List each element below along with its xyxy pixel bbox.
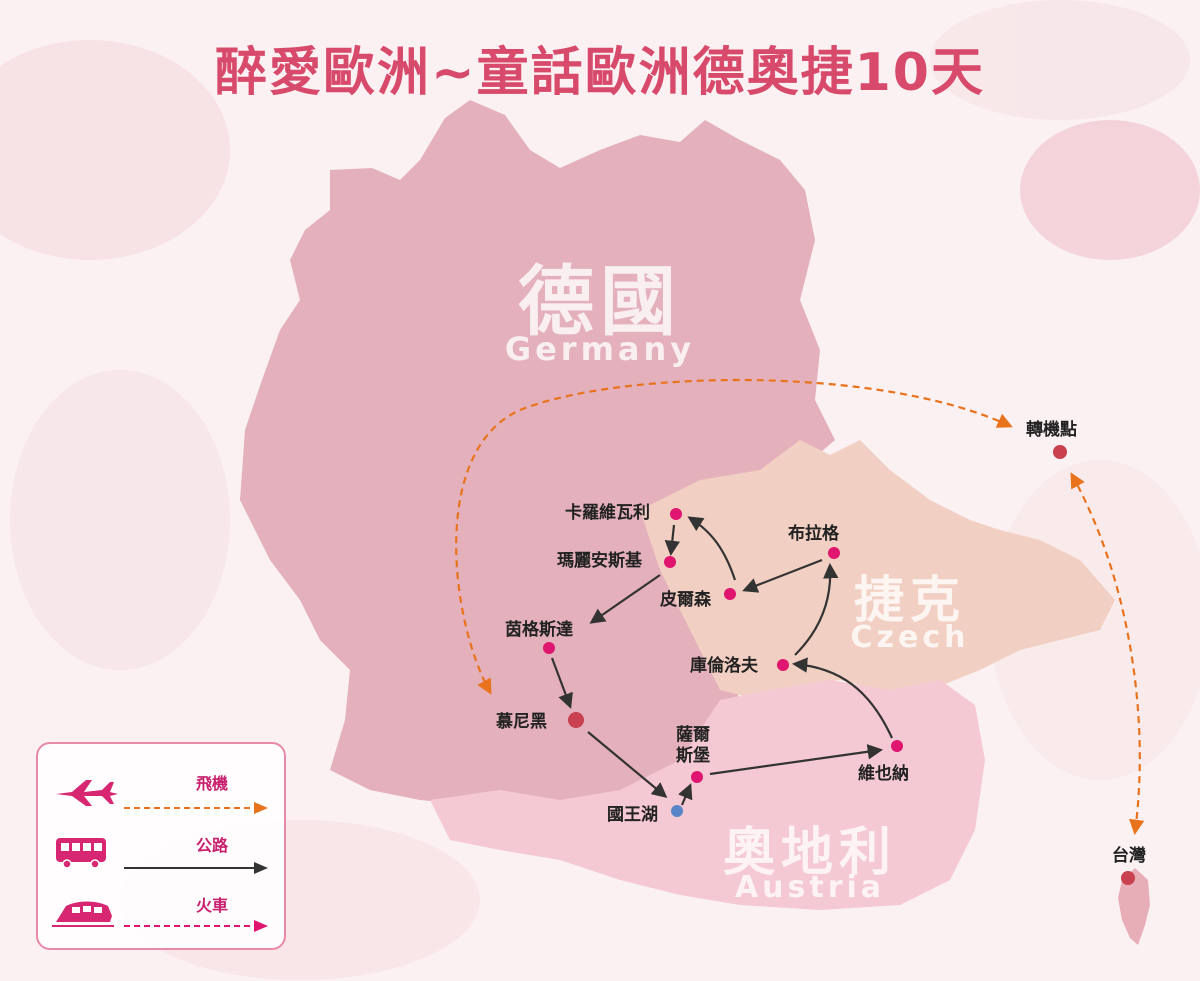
taiwan-shape (1118, 868, 1150, 945)
city-dots (543, 445, 1135, 885)
road-salzburg-vienna (709, 744, 884, 776)
legend-label-train: 火車 (195, 896, 228, 915)
train-icon (52, 901, 114, 927)
road-konigssee-salzburg (678, 783, 693, 806)
road-prague-plzen (742, 558, 823, 593)
legend-line-flight (124, 802, 268, 814)
legend-line-train (124, 920, 268, 932)
road-ingolstadt-munich (550, 657, 573, 709)
flight-route-outbound (455, 378, 1013, 695)
city-label-prague: 布拉格 (788, 524, 839, 544)
country-label-germany-en: Germany (504, 330, 696, 368)
austria-shape (430, 680, 985, 910)
city-label-cesky-krumlov: 庫倫洛夫 (690, 656, 758, 676)
flight-route-taiwan (1070, 472, 1145, 836)
country-label-germany: 德國 (518, 257, 682, 346)
country-label-czech-en: Czech (850, 620, 970, 655)
country-label-austria: 奧地利 (722, 823, 897, 883)
city-dot-cesky-krumlov (777, 659, 789, 671)
city-dot-konigssee (671, 805, 683, 817)
road-marianske-ingolstadt (589, 574, 661, 624)
city-label-konigssee: 國王湖 (607, 805, 658, 825)
city-label-ingolstadt: 茵格斯達 (505, 620, 573, 640)
city-dot-plzen (724, 588, 736, 600)
legend-label-road: 公路 (195, 836, 228, 855)
city-label-taiwan: 台灣 (1112, 846, 1146, 866)
flight-routes (455, 378, 1145, 836)
city-dot-taiwan (1121, 871, 1135, 885)
city-label-transfer: 轉機點 (1026, 420, 1077, 440)
road-vienna-krumlov (791, 657, 893, 739)
city-label-marianske-lazne: 瑪麗安斯基 (557, 551, 642, 571)
legend-line-road (124, 862, 268, 874)
road-munich-konigssee (587, 731, 668, 798)
city-dot-ingolstadt (543, 642, 555, 654)
road-krumlov-prague (794, 562, 839, 656)
city-dot-marianske-lazne (664, 556, 676, 568)
legend-row-train: 火車 (38, 882, 284, 942)
legend-label-flight: 飛機 (195, 774, 228, 793)
legend-row-flight: 飛機 (38, 756, 284, 816)
road-karlovy-marianske (664, 524, 680, 557)
road-routes (550, 516, 893, 806)
bus-icon (56, 838, 106, 869)
city-dot-prague (828, 547, 840, 559)
country-label-czech: 捷克 (854, 571, 966, 629)
city-label-plzen: 皮爾森 (660, 590, 711, 610)
airplane-icon (56, 780, 118, 806)
page-title: 醉愛歐洲~童話歐洲德奧捷10天 (215, 43, 985, 103)
country-label-austria-en: Austria (734, 870, 886, 905)
city-dot-salzburg (691, 771, 703, 783)
city-dot-karlovy-vary (670, 508, 682, 520)
city-label-salzburg: 薩爾斯堡 (676, 725, 710, 766)
city-label-karlovy-vary: 卡羅維瓦利 (565, 503, 650, 523)
road-plzen-karlovy (687, 516, 737, 581)
city-label-vienna: 維也納 (858, 764, 909, 784)
legend-row-road: 公路 (38, 820, 284, 880)
city-dot-transfer (1053, 445, 1067, 459)
city-label-munich: 慕尼黑 (496, 712, 547, 732)
legend-box: 飛機 公路 (36, 742, 286, 950)
city-dot-vienna (891, 740, 903, 752)
city-dot-munich (568, 712, 584, 728)
